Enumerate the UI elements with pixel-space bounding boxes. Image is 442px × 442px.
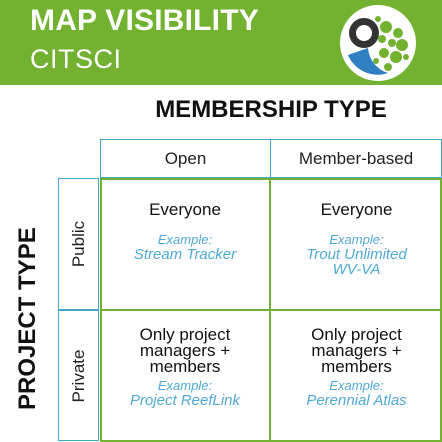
example-project: Stream Tracker bbox=[133, 246, 237, 263]
example-project: Perennial Atlas bbox=[306, 392, 407, 409]
cell-private-open: Only project managers + members Example:… bbox=[100, 325, 270, 409]
citsci-bubbles-logo-icon bbox=[340, 5, 416, 81]
example-label: Example: bbox=[157, 378, 213, 393]
project-type-title: PROJECT TYPE bbox=[14, 227, 41, 410]
cell-visibility-line3: members bbox=[149, 357, 221, 376]
cell-private-member-based: Only project managers + members Example:… bbox=[271, 325, 442, 409]
row-header-public: Public bbox=[58, 178, 99, 310]
example-label: Example: bbox=[329, 232, 384, 247]
column-header-member-based: Member-based bbox=[270, 139, 442, 178]
page-subtitle: CITSCI bbox=[30, 44, 122, 74]
row-header-private: Private bbox=[58, 310, 99, 441]
column-header-open: Open bbox=[100, 139, 271, 178]
example-label: Example: bbox=[329, 378, 384, 393]
example-project: Project ReefLink bbox=[129, 392, 241, 409]
cell-visibility-line3: members bbox=[321, 357, 392, 376]
cell-visibility-line2: managers + bbox=[311, 341, 402, 360]
cell-visibility-line1: Only project bbox=[139, 325, 231, 344]
cell-visibility-line2: managers + bbox=[139, 341, 231, 360]
grid-divider-horizontal bbox=[100, 309, 442, 311]
example-project-line1: Trout Unlimited bbox=[306, 246, 407, 263]
example-label: Example: bbox=[157, 232, 213, 247]
cell-public-member-based: Everyone Example: Trout Unlimited WV-VA bbox=[271, 200, 442, 278]
cell-visibility: Everyone bbox=[149, 200, 221, 219]
header-banner: MAP VISIBILITY CITSCI bbox=[0, 0, 442, 85]
cell-public-open: Everyone Example: Stream Tracker bbox=[100, 200, 270, 263]
example-project-line2: WV-VA bbox=[332, 261, 381, 278]
row-header-public-label: Public bbox=[68, 220, 88, 268]
row-header-private-label: Private bbox=[68, 349, 88, 402]
page-title: MAP VISIBILITY bbox=[30, 4, 259, 37]
cell-visibility: Everyone bbox=[320, 200, 393, 219]
cell-visibility-line1: Only project bbox=[311, 325, 402, 344]
membership-type-title: MEMBERSHIP TYPE bbox=[155, 96, 387, 123]
